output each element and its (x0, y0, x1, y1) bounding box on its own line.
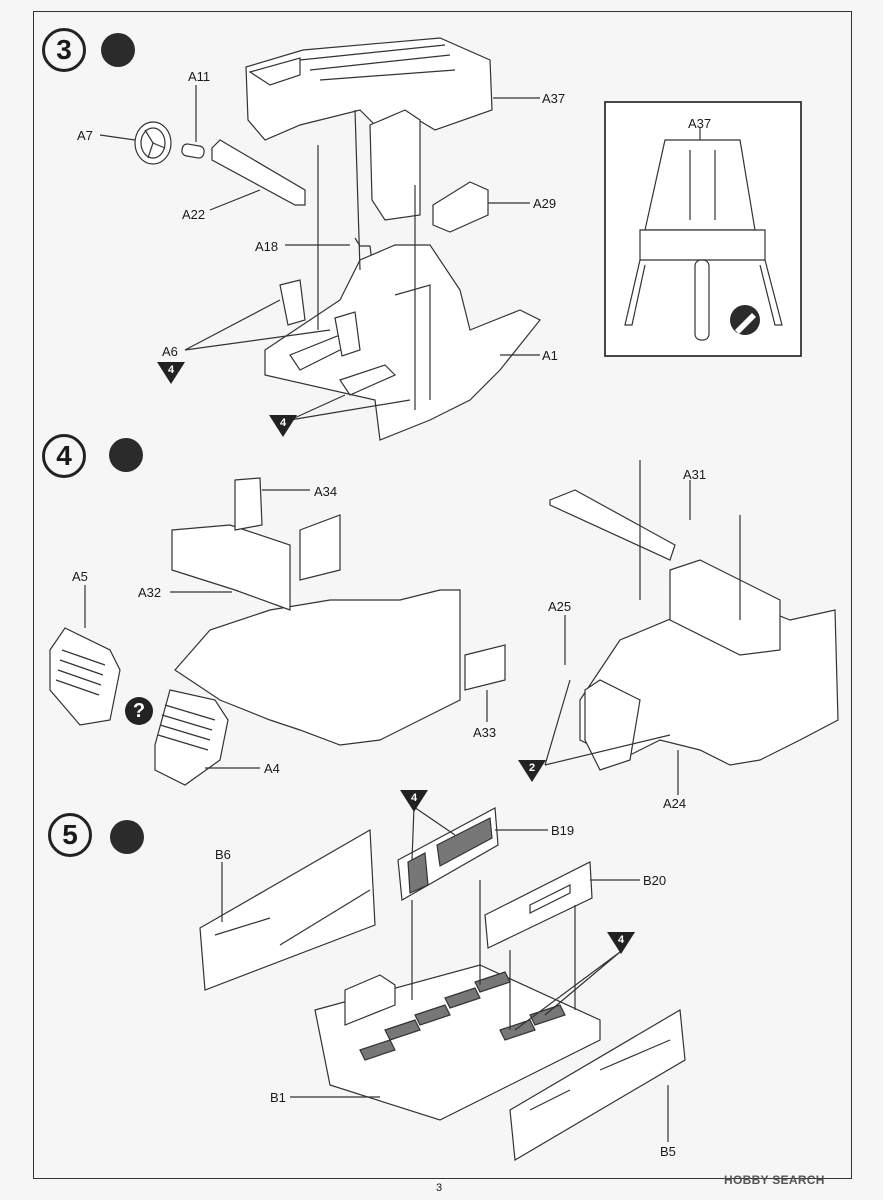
label-a7: A7 (77, 128, 93, 143)
part-b5 (509, 1009, 686, 1161)
inset-a37 (624, 139, 783, 341)
color-ref-marker (518, 760, 546, 782)
label-a5: A5 (72, 569, 88, 584)
color-ref-number: 4 (279, 417, 287, 429)
label-a24: A24 (663, 796, 687, 811)
label-a29: A29 (533, 196, 557, 211)
label-a34: A34 (314, 484, 338, 499)
color-ref-marker (400, 790, 428, 812)
part-a37 (245, 37, 493, 221)
color-ref-number: 4 (167, 364, 175, 376)
label-a18: A18 (255, 239, 279, 254)
label-b1: B1 (270, 1090, 286, 1105)
part-a31 (549, 489, 676, 561)
step-number-3: 3 (42, 28, 86, 72)
part-b20 (484, 861, 593, 949)
part-a5 (49, 627, 121, 726)
glue-pen-icon (109, 438, 143, 472)
step-number-5: 5 (48, 813, 92, 857)
part-a4 (154, 689, 229, 786)
color-ref-marker (157, 362, 185, 384)
part-b6 (199, 828, 376, 991)
part-a29 (432, 181, 489, 233)
color-ref-marker (269, 415, 297, 437)
page-border (33, 11, 852, 1179)
label-a33: A33 (473, 725, 497, 740)
label-b5: B5 (660, 1144, 676, 1159)
label-a1: A1 (542, 348, 558, 363)
part-a18 (354, 237, 373, 263)
label-b20: B20 (643, 873, 667, 888)
label-a6: A6 (162, 344, 178, 359)
step4-right-assembly (549, 489, 839, 771)
step-number-4: 4 (42, 434, 86, 478)
label-a25: A25 (548, 599, 572, 614)
label-a11: A11 (188, 69, 211, 84)
page-number: 3 (436, 1182, 443, 1194)
label-a31: A31 (683, 467, 707, 482)
watermark: HOBBY SEARCH (724, 1173, 825, 1187)
color-ref-number: 4 (617, 934, 625, 946)
part-a6 (279, 279, 361, 357)
part-b19 (397, 807, 499, 901)
step4-left-assembly (171, 477, 506, 746)
label-a4: A4 (264, 761, 280, 776)
part-a1 (264, 244, 541, 441)
label-a37: A37 (542, 91, 566, 106)
label-b19: B19 (551, 823, 575, 838)
question-icon: ? (125, 697, 153, 725)
glue-pen-icon (101, 33, 135, 67)
part-a7 (134, 121, 172, 165)
label-a32: A32 (138, 585, 162, 600)
color-ref-number: 4 (410, 792, 418, 804)
part-a11 (181, 143, 205, 159)
part-a22 (211, 139, 306, 206)
color-ref-marker (607, 932, 635, 954)
glue-pen-icon (110, 820, 144, 854)
label-a22: A22 (182, 207, 206, 222)
label-b6: B6 (215, 847, 231, 862)
label-a37-inset: A37 (688, 116, 712, 131)
hobby-knife-icon (730, 305, 760, 335)
color-ref-number: 2 (528, 762, 536, 774)
